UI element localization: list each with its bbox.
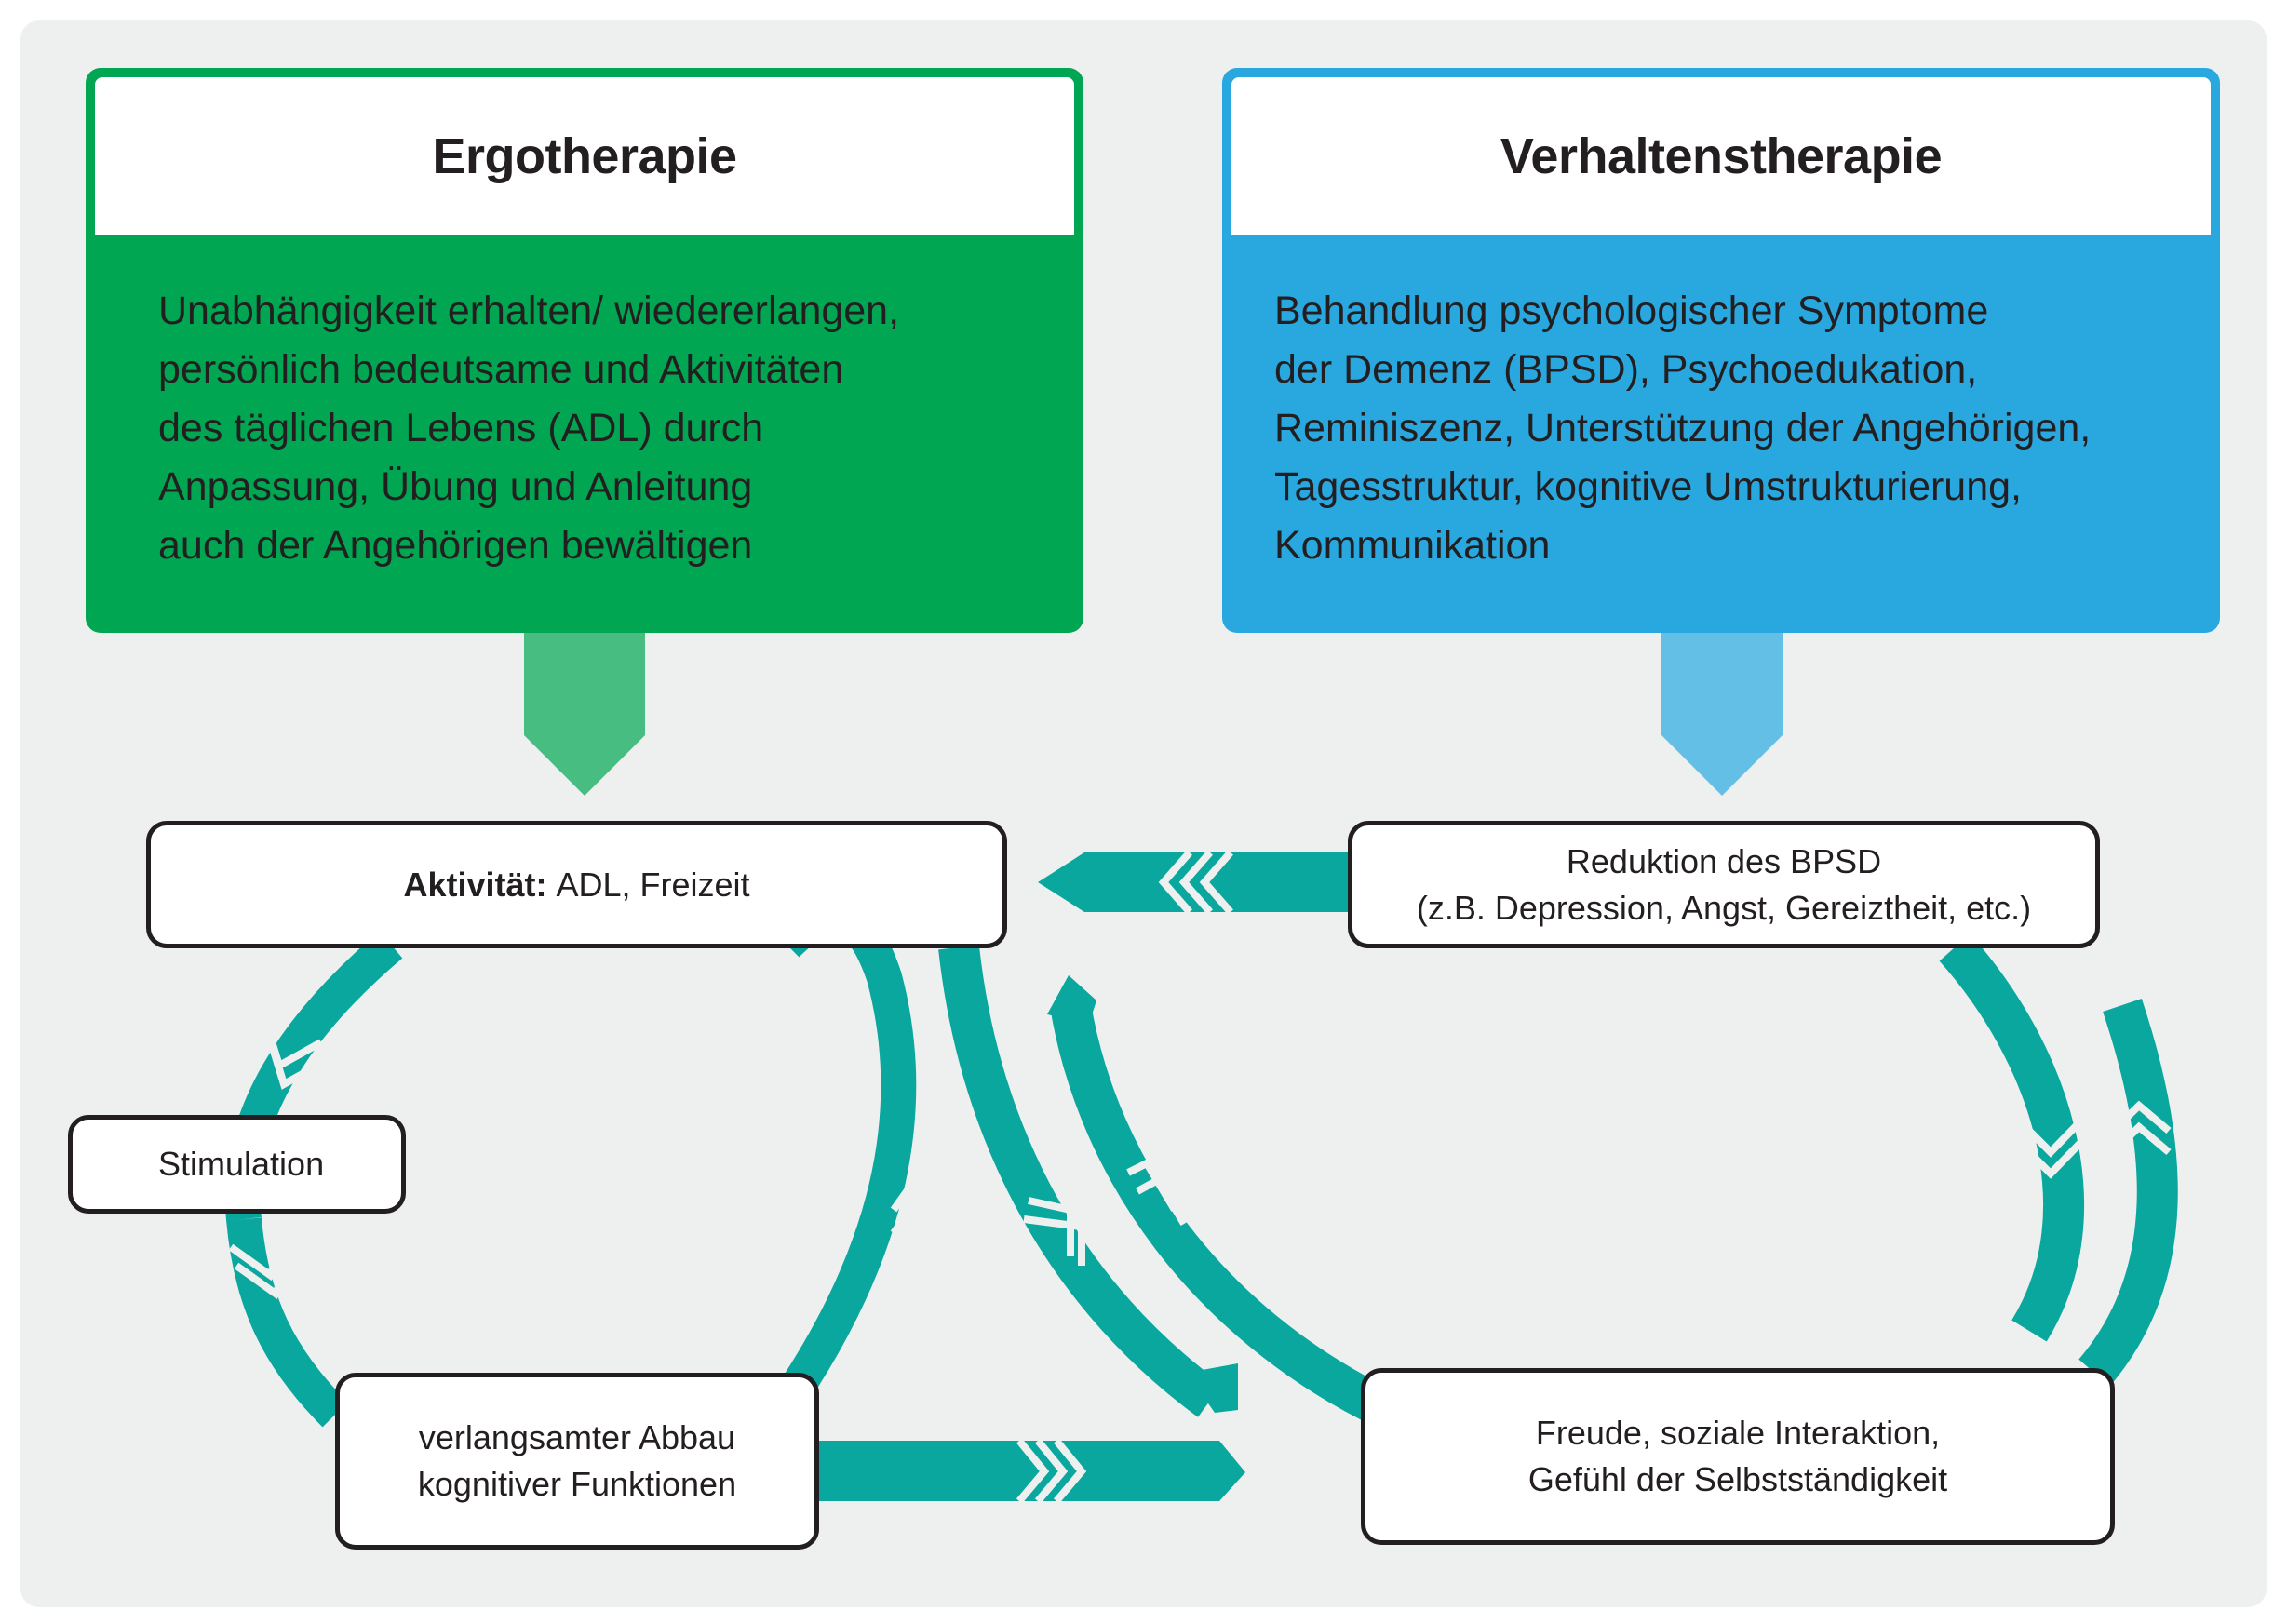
arrow-bpsd-to-activity: [1038, 850, 1348, 915]
node-cognitive-decline: verlangsamter Abbau kognitiver Funktione…: [335, 1373, 819, 1550]
verhaltenstherapie-panel: Verhaltenstherapie Behandlung psychologi…: [1222, 68, 2220, 633]
left-ring-chevrons: [228, 1003, 944, 1300]
node-joy-label: Freude, soziale Interaktion, Gefühl der …: [1527, 1414, 1948, 1498]
ergotherapie-description: Unabhängigkeit erhalten/ wiedererlangen,…: [158, 289, 900, 568]
middle-arc-chevrons: [1023, 1158, 1188, 1266]
node-bpsd-reduction: Reduktion des BPSD (z.B. Depression, Ang…: [1348, 821, 2100, 948]
verhaltenstherapie-title: Verhaltenstherapie: [1500, 128, 1943, 184]
arrow-decline-to-joy: [819, 1438, 1245, 1504]
middle-arcs: [938, 945, 1387, 1424]
verhaltenstherapie-body: Behandlung psychologischer Symptome der …: [1222, 235, 2220, 633]
ergotherapie-body: Unabhängigkeit erhalten/ wiedererlangen,…: [86, 235, 1083, 633]
ergotherapie-panel: Ergotherapie Unabhängigkeit erhalten/ wi…: [86, 68, 1083, 633]
middle-arc-head-down: [1187, 1363, 1238, 1413]
node-bpsd-label: Reduktion des BPSD (z.B. Depression, Ang…: [1416, 841, 2032, 927]
ergo-down-arrow: [524, 631, 645, 796]
verh-down-arrow: [1661, 631, 1783, 796]
node-decline-label: verlangsamter Abbau kognitiver Funktione…: [417, 1418, 737, 1503]
node-activity-label-bold: Aktivität:: [403, 865, 547, 904]
middle-arc-head-up: [1047, 975, 1096, 1024]
ergotherapie-header: Ergotherapie: [95, 77, 1074, 235]
node-activity-label: ADL, Freizeit: [556, 865, 750, 904]
node-stimulation-label: Stimulation: [158, 1145, 325, 1183]
verhaltenstherapie-header: Verhaltenstherapie: [1231, 77, 2211, 235]
right-arc-chevrons: [2017, 1100, 2172, 1179]
verhaltenstherapie-description: Behandlung psychologischer Symptome der …: [1274, 289, 2092, 568]
node-joy-social: Freude, soziale Interaktion, Gefühl der …: [1361, 1368, 2115, 1545]
right-arcs: [1939, 933, 2178, 1387]
node-stimulation: Stimulation: [68, 1115, 406, 1214]
ergotherapie-title: Ergotherapie: [432, 128, 737, 184]
node-activity: Aktivität:ADL, Freizeit: [146, 821, 1007, 948]
